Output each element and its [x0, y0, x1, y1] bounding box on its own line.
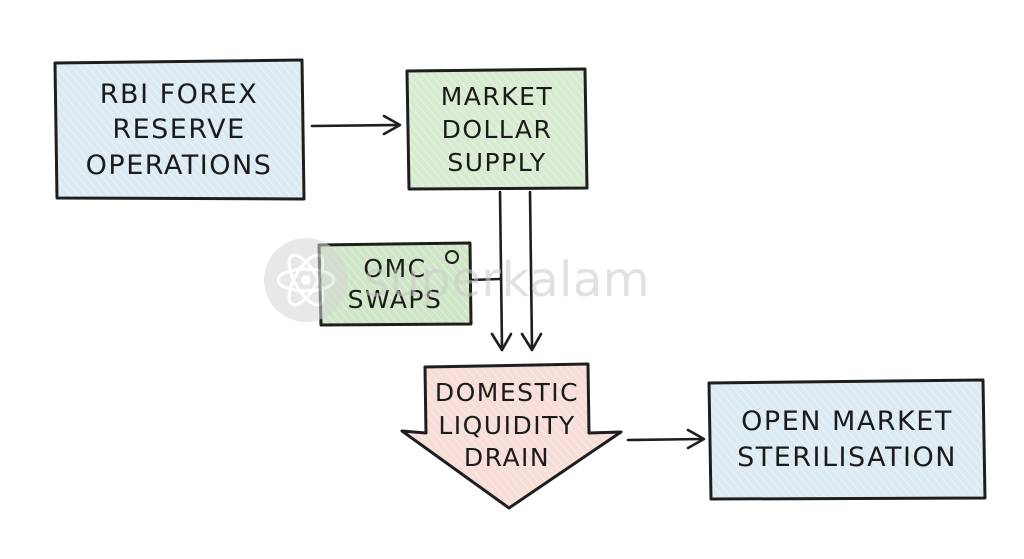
arrow-market-to-drain-right: [520, 190, 543, 352]
label-omc-swaps: OMC SWAPS: [347, 253, 443, 314]
node-domestic-liquidity-drain: [400, 362, 623, 510]
label-open-market-sterilisation: OPEN MARKET STERILISATION: [737, 406, 957, 473]
node-rbi-forex-reserve-operations: [53, 58, 306, 201]
omc-indicator-circle: [445, 250, 459, 264]
node-market-dollar-supply: [405, 67, 589, 191]
label-domestic-liquidity-drain: DOMESTIC LIQUIDITY DRAIN: [434, 378, 580, 473]
node-open-market-sterilisation: [707, 378, 987, 501]
label-market-dollar-supply: MARKET DOLLAR SUPPLY: [440, 81, 554, 177]
arrow-market-to-drain-left: [490, 190, 513, 352]
arrow-rbi-to-market: [310, 114, 402, 136]
arrow-drain-to-sterilisation: [626, 428, 706, 450]
connector-omc-to-flow: [469, 277, 502, 282]
label-rbi-forex-reserve-operations: RBI FOREX RESERVE OPERATIONS: [85, 78, 273, 181]
